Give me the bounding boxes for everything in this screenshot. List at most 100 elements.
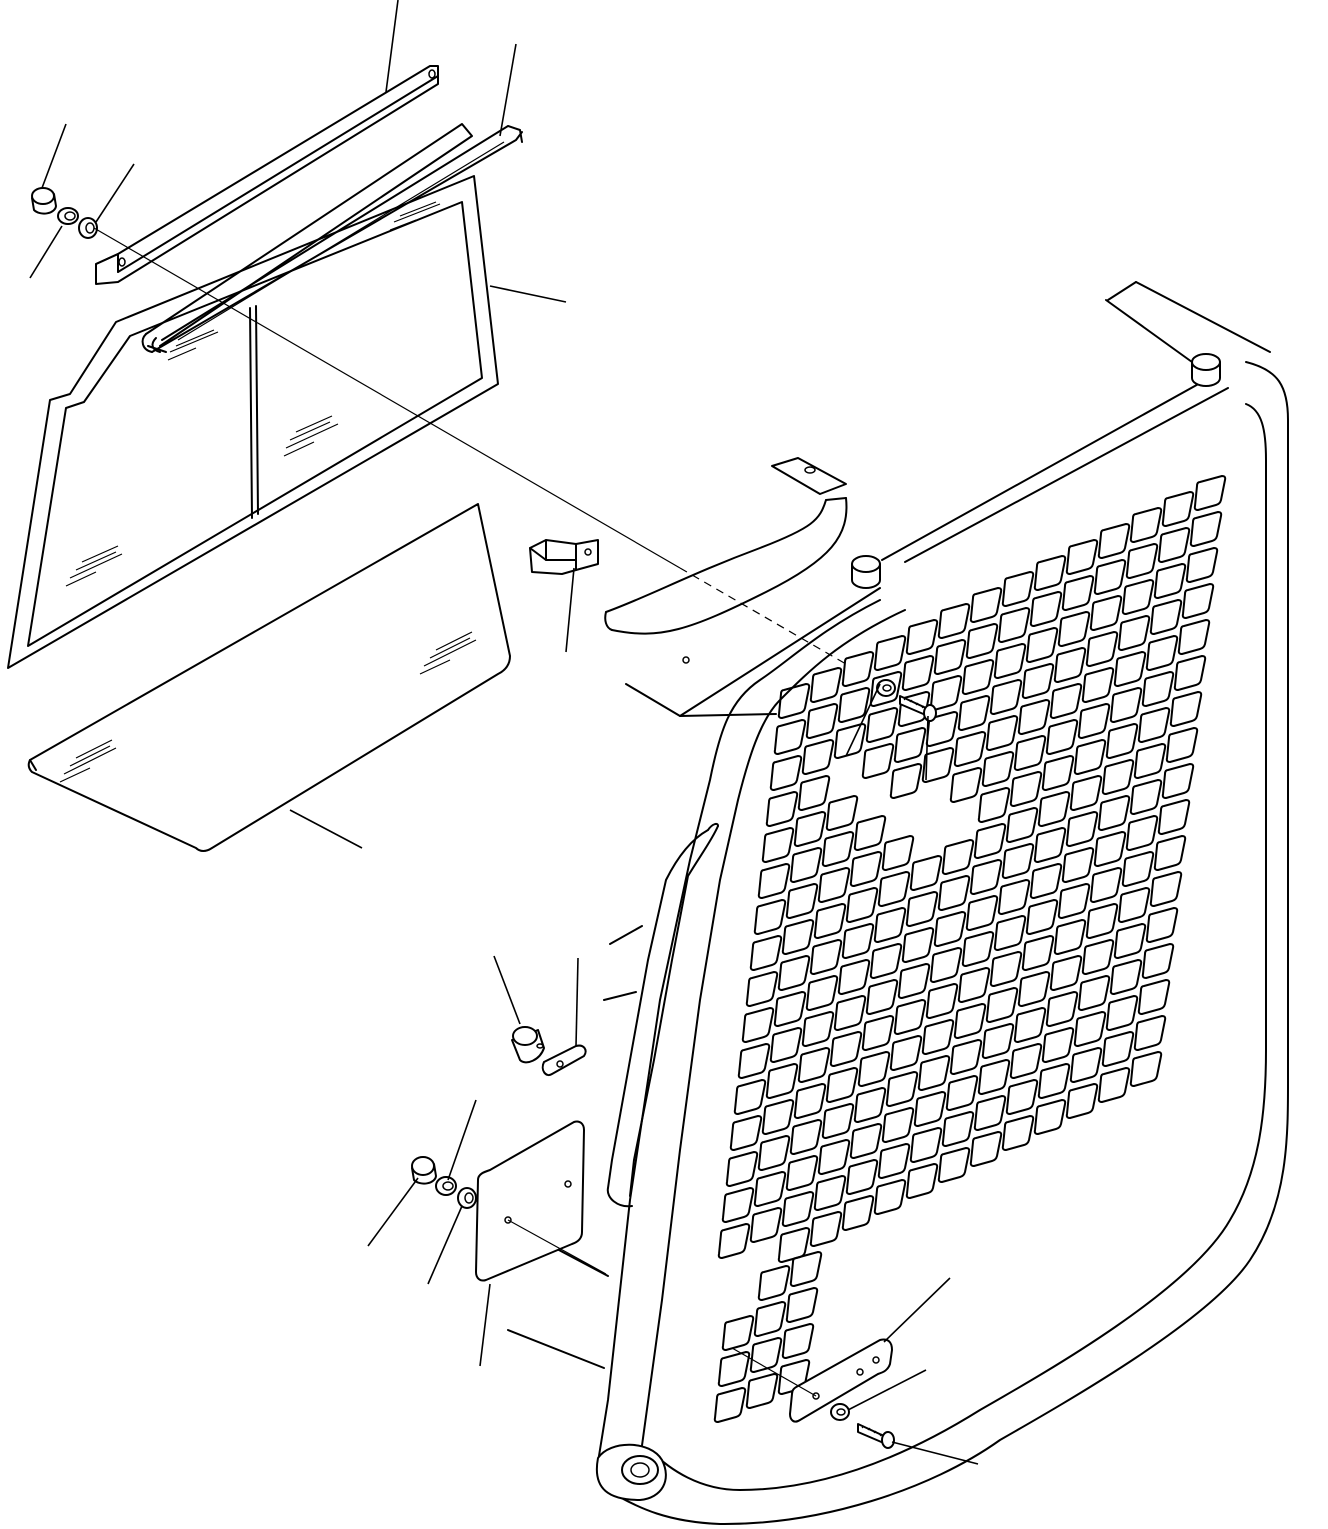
mesh-cell: [833, 723, 867, 759]
mesh-cell: [781, 1191, 815, 1227]
mesh-cell: [849, 1123, 883, 1159]
mesh-cell: [1013, 1007, 1047, 1043]
mesh-cell: [801, 739, 835, 775]
mesh-cell: [897, 963, 931, 999]
mesh-cell: [1089, 867, 1123, 903]
mesh-cell: [1101, 1031, 1135, 1067]
mesh-cell: [1001, 843, 1035, 879]
mesh-cell: [1105, 995, 1139, 1031]
mesh-cell: [1121, 579, 1155, 615]
mesh-cell: [1069, 775, 1103, 811]
mesh-cell: [1033, 827, 1067, 863]
mesh-cell-lower: [713, 1387, 747, 1423]
mesh-cell: [877, 1143, 911, 1179]
mesh-cell: [1161, 763, 1195, 799]
mesh-cell: [777, 1227, 811, 1263]
mesh-cell: [797, 775, 831, 811]
mesh-cell: [953, 731, 987, 767]
mesh-cell: [769, 755, 803, 791]
mesh-cell: [997, 607, 1031, 643]
mesh-cell: [1029, 591, 1063, 627]
mesh-cell: [785, 883, 819, 919]
pivot-eye: [595, 1443, 667, 1501]
mesh-cell: [1117, 887, 1151, 923]
mesh-cell: [1149, 599, 1183, 635]
mesh-cell: [1145, 907, 1179, 943]
mesh-cell: [1005, 807, 1039, 843]
callout-leaders: [29, 0, 979, 1465]
mesh-cell: [889, 763, 923, 799]
mesh-cell: [1097, 795, 1131, 831]
mesh-cell: [821, 1103, 855, 1139]
mesh-cell: [789, 847, 823, 883]
mesh-cell: [813, 1175, 847, 1211]
mesh-cell: [1045, 991, 1079, 1027]
mesh-cell: [857, 1051, 891, 1087]
mesh-cell: [977, 787, 1011, 823]
mesh-cell: [981, 751, 1015, 787]
mesh-cell: [1157, 527, 1191, 563]
mesh-cell: [937, 1147, 971, 1183]
mesh-cell: [749, 1207, 783, 1243]
mesh-cell: [989, 679, 1023, 715]
mesh-cell: [909, 855, 943, 891]
mesh-cell: [733, 1079, 767, 1115]
mesh-cell: [725, 1151, 759, 1187]
mesh-cell: [877, 871, 911, 907]
mesh-cell: [861, 1015, 895, 1051]
mesh-cell: [1009, 771, 1043, 807]
mesh-cell: [793, 1083, 827, 1119]
mesh-cell: [889, 1035, 923, 1071]
mesh-cell: [961, 931, 995, 967]
mesh-cell: [785, 1155, 819, 1191]
mesh-cell: [1153, 563, 1187, 599]
mesh-cell: [1149, 871, 1183, 907]
mesh-cell: [1113, 651, 1147, 687]
mesh-cell: [1081, 939, 1115, 975]
mesh-cell: [1065, 811, 1099, 847]
mesh-cell: [1181, 583, 1215, 619]
mesh-cell-lower: [749, 1337, 783, 1373]
mesh-cell: [753, 899, 787, 935]
bolt-lower: [857, 1423, 895, 1449]
mesh-cell: [973, 1095, 1007, 1131]
mesh-cell: [1189, 511, 1223, 547]
mesh-cell: [1005, 1079, 1039, 1115]
cap-nut-lower: [411, 1156, 437, 1185]
mesh-cell: [917, 1055, 951, 1091]
mesh-cell: [1069, 1047, 1103, 1083]
cover-plate: [475, 1120, 585, 1282]
mesh-cell: [773, 991, 807, 1027]
mesh-cell: [825, 795, 859, 831]
mesh-cell: [809, 939, 843, 975]
mesh-cell: [825, 1067, 859, 1103]
mesh-cell-lower: [785, 1287, 819, 1323]
mesh-cell: [997, 879, 1031, 915]
mesh-cell: [1133, 743, 1167, 779]
flat-washer-upper: [78, 217, 98, 239]
mesh-cell: [1141, 943, 1175, 979]
mesh-cell: [797, 1047, 831, 1083]
mesh-cell: [1141, 671, 1175, 707]
mesh-cell: [929, 947, 963, 983]
mesh-cell: [961, 659, 995, 695]
mesh-cell: [909, 1127, 943, 1163]
mesh-cell: [1173, 655, 1207, 691]
mesh-cell: [1073, 1011, 1107, 1047]
glass-channel-rail: [141, 123, 523, 353]
mesh-cell: [1065, 1083, 1099, 1119]
mesh-cell: [1029, 863, 1063, 899]
mesh-cell: [757, 863, 791, 899]
mesh-cell: [981, 1023, 1015, 1059]
mesh-cell: [1025, 899, 1059, 935]
mesh-cell: [1065, 539, 1099, 575]
mesh-cell-lower: [721, 1315, 755, 1351]
mesh-cell: [813, 903, 847, 939]
mesh-cell: [741, 1007, 775, 1043]
mesh-cell: [957, 695, 991, 731]
mesh-cell: [781, 919, 815, 955]
mesh-cell: [1137, 707, 1171, 743]
mesh-cell: [869, 943, 903, 979]
